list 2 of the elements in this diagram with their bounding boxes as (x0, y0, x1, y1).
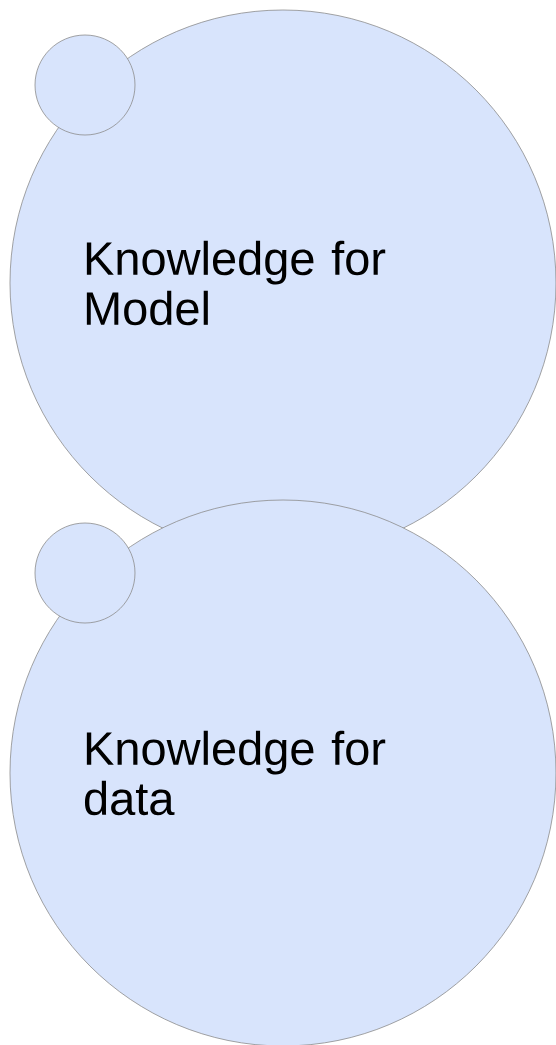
small-circle (34, 522, 136, 624)
small-circle (34, 34, 136, 136)
